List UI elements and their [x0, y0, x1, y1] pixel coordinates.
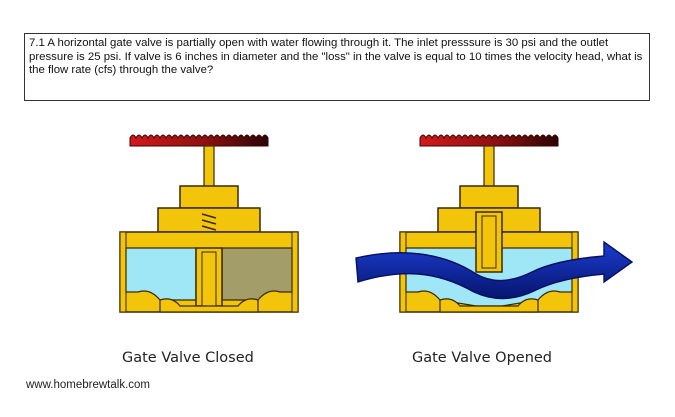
- problem-statement: 7.1 A horizontal gate valve is partially…: [29, 37, 643, 77]
- closed-valve-caption: Gate Valve Closed: [122, 350, 254, 366]
- opened-gate-core: [481, 215, 497, 269]
- closed-inlet-flange: [119, 231, 127, 313]
- closed-valve: [119, 134, 299, 313]
- closed-inlet-water: [125, 247, 197, 301]
- problem-box: 7.1 A horizontal gate valve is partially…: [24, 33, 650, 101]
- flow-arrow-icon: [355, 240, 634, 300]
- closed-handwheel-icon: [129, 134, 269, 147]
- opened-handwheel-icon: [419, 134, 559, 147]
- closed-gate-core: [201, 251, 217, 307]
- opened-sump: [439, 298, 539, 313]
- closed-bonnet-top: [179, 185, 239, 209]
- closed-sump: [159, 298, 259, 313]
- closed-outlet-water: [221, 247, 293, 301]
- opened-valve: [355, 134, 634, 313]
- opened-bonnet-top: [459, 185, 519, 209]
- closed-outlet-flange: [291, 231, 299, 313]
- source-credit: www.homebrewtalk.com: [26, 379, 150, 391]
- opened-valve-caption: Gate Valve Opened: [412, 350, 553, 366]
